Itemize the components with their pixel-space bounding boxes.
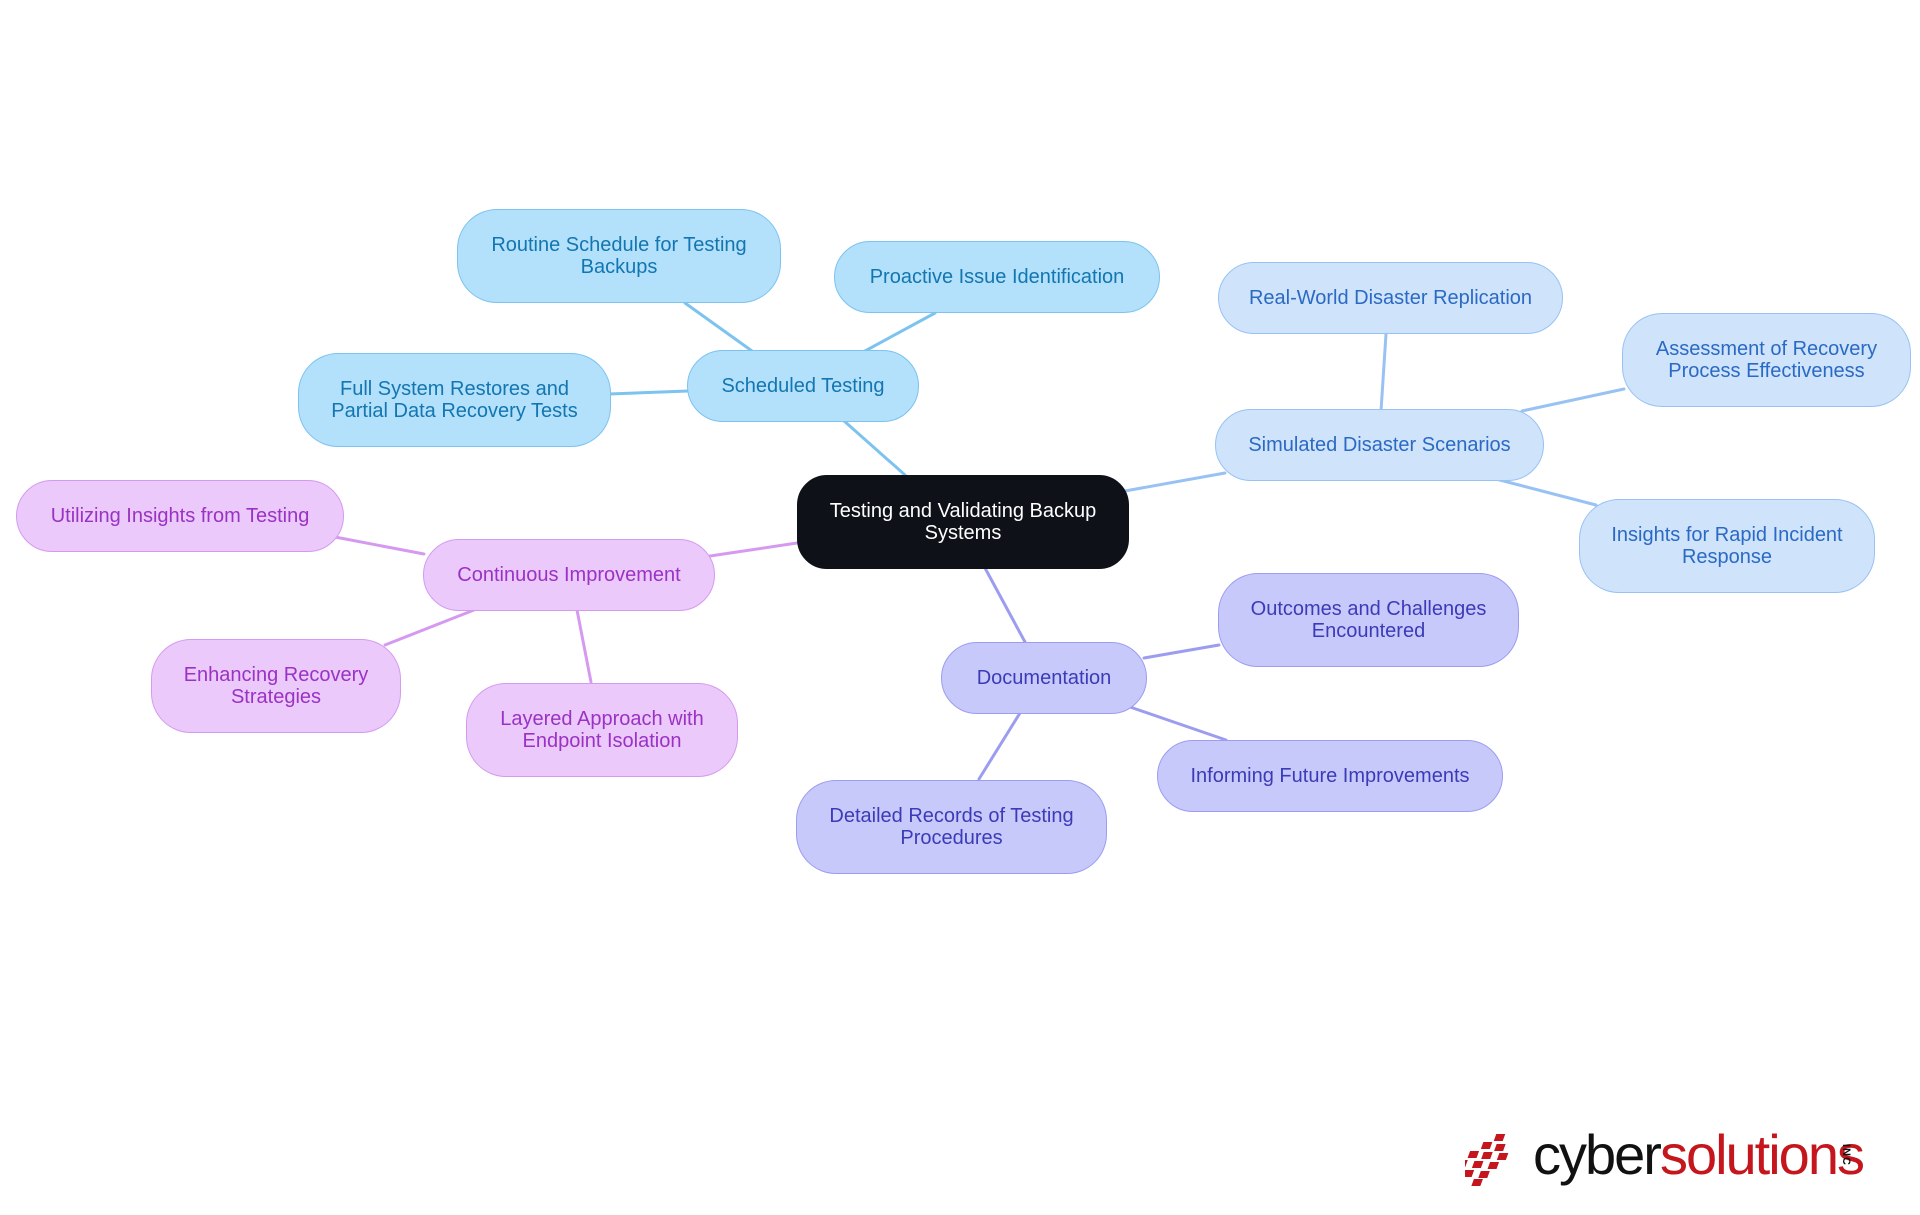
root-node[interactable]: Testing and Validating Backup Systems (797, 475, 1129, 569)
leaf-detailed-records[interactable]: Detailed Records of Testing Procedures (796, 780, 1107, 874)
branch-documentation[interactable]: Documentation (941, 642, 1147, 714)
edge-scheduled-proactive (863, 311, 937, 353)
branch-scheduled-testing[interactable]: Scheduled Testing (687, 350, 919, 422)
edge-root-continuous (708, 541, 799, 558)
edge-documentation-outcomes (1142, 643, 1221, 660)
logo-text-solutions: solutions (1659, 1123, 1865, 1186)
edge-continuous-layered (575, 608, 593, 684)
edge-simulated-insights (1494, 477, 1598, 507)
leaf-utilizing-insights[interactable]: Utilizing Insights from Testing (16, 480, 344, 552)
edge-continuous-utilizing (333, 535, 426, 556)
branch-simulated-disaster-scenarios[interactable]: Simulated Disaster Scenarios (1215, 409, 1544, 481)
logo-wordmark: cybersolutions (1533, 1120, 1865, 1190)
leaf-full-system-restores[interactable]: Full System Restores and Partial Data Re… (298, 353, 611, 447)
leaf-real-world-disaster-replication[interactable]: Real-World Disaster Replication (1218, 262, 1563, 334)
edge-scheduled-fullsystem (607, 389, 690, 396)
leaf-insights-rapid-incident-response[interactable]: Insights for Rapid Incident Response (1579, 499, 1875, 593)
logo-text-cyber: cyber (1533, 1123, 1662, 1186)
leaf-outcomes-challenges[interactable]: Outcomes and Challenges Encountered (1218, 573, 1519, 667)
branch-continuous-improvement[interactable]: Continuous Improvement (423, 539, 715, 611)
leaf-proactive-issue-identification[interactable]: Proactive Issue Identification (834, 241, 1160, 313)
edge-root-scheduled (841, 418, 907, 477)
logo-pixel-mark-icon (1465, 1134, 1509, 1186)
edge-simulated-realworld (1379, 332, 1388, 413)
edge-documentation-detailed (977, 711, 1022, 781)
edge-documentation-informing (1128, 705, 1228, 742)
leaf-informing-future-improvements[interactable]: Informing Future Improvements (1157, 740, 1503, 812)
edge-root-documentation (983, 566, 1027, 644)
cybersolutions-logo: cybersolutions INC (1465, 1122, 1885, 1192)
leaf-layered-approach[interactable]: Layered Approach with Endpoint Isolation (466, 683, 738, 777)
leaf-enhancing-recovery-strategies[interactable]: Enhancing Recovery Strategies (151, 639, 401, 733)
edge-root-simulated (1123, 471, 1227, 493)
edge-scheduled-routine (683, 301, 754, 353)
leaf-assessment-recovery-process[interactable]: Assessment of Recovery Process Effective… (1622, 313, 1911, 407)
logo-inc-label: INC (1840, 1144, 1852, 1166)
edge-simulated-assessment (1520, 387, 1626, 413)
edge-continuous-enhancing (383, 608, 476, 647)
leaf-routine-schedule[interactable]: Routine Schedule for Testing Backups (457, 209, 781, 303)
